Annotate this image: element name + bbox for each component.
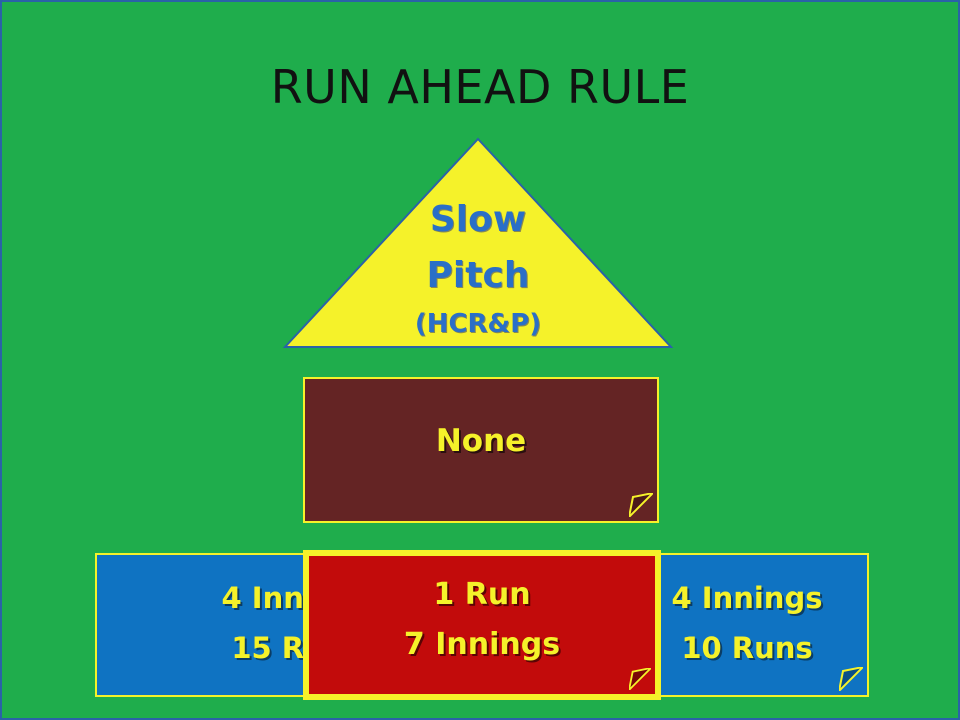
- red-line-1: 1 Run: [433, 577, 531, 612]
- none-label: None: [435, 423, 527, 459]
- page-curl-icon: [629, 493, 653, 517]
- slide-title: RUN AHEAD RULE: [270, 60, 690, 114]
- triangle-text: Slow Pitch (HCR&P): [352, 192, 604, 344]
- blue-right-line-1: 4 Innings: [671, 581, 823, 615]
- none-note: None: [303, 377, 659, 523]
- triangle-shape: [282, 137, 674, 348]
- red-line-2: 7 Innings: [403, 627, 561, 662]
- red-text: 1 Run 7 Innings: [309, 570, 655, 670]
- page-curl-icon: [629, 668, 651, 690]
- red-note: 1 Run 7 Innings: [303, 550, 661, 700]
- blue-right-text: 4 Innings 10 Runs: [627, 573, 867, 673]
- triangle-line-1: Slow: [429, 199, 527, 240]
- triangle-line-3: (HCR&P): [414, 309, 542, 339]
- page-curl-icon: [839, 667, 863, 691]
- blue-right-line-2: 10 Runs: [681, 631, 813, 665]
- triangle-line-2: Pitch: [426, 255, 530, 296]
